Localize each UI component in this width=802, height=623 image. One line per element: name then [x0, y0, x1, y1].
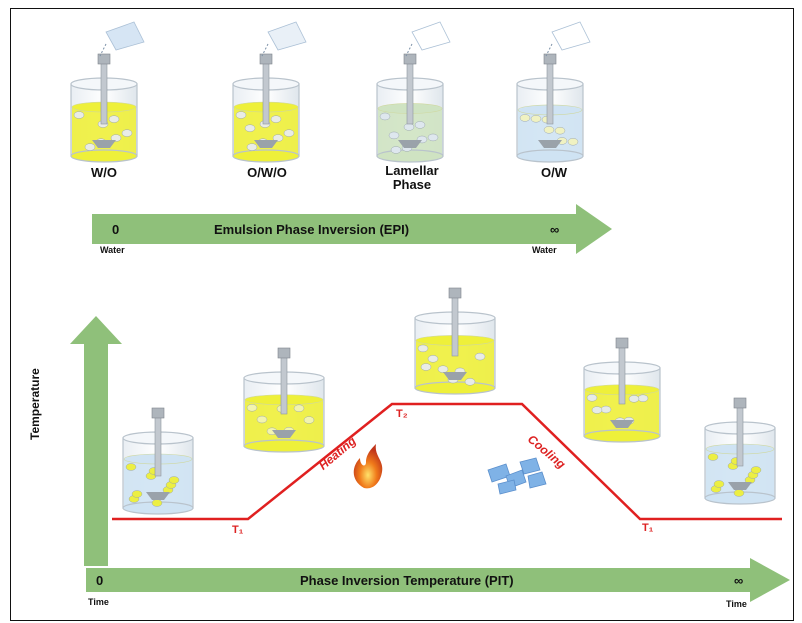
t1-right-label: T₁ [642, 522, 654, 534]
stage-label-ow: O/W [541, 165, 567, 180]
beaker-lamellar [376, 21, 451, 163]
pit-end-value: ∞ [734, 573, 744, 588]
epi-arrow-label: Emulsion Phase Inversion (EPI) [214, 222, 410, 237]
pit-start-caption: Time [88, 597, 109, 607]
beaker-ow [516, 21, 591, 163]
beaker-pit-3 [414, 287, 496, 395]
pit-arrow [86, 558, 790, 602]
pit-start-value: 0 [96, 573, 104, 588]
epi-arrow [92, 204, 612, 254]
ice-crystals-icon [487, 457, 547, 495]
epi-end-value: ∞ [550, 222, 560, 237]
beaker-owo [232, 21, 307, 163]
temperature-axis-label: Temperature [28, 368, 42, 440]
figure-frame [10, 8, 794, 621]
epi-end-caption: Water [532, 245, 557, 255]
stage-label-owo: O/W/O [247, 165, 287, 180]
temperature-arrow [70, 316, 122, 566]
t2-label: T₂ [396, 408, 408, 420]
pit-arrow-label: Phase Inversion Temperature (PIT) [300, 573, 514, 588]
beaker-group [70, 21, 776, 515]
stage-label-wo: W/O [91, 165, 117, 180]
beaker-pit-1 [122, 407, 194, 515]
temperature-profile-line [112, 402, 782, 521]
pit-end-caption: Time [726, 599, 747, 609]
flame-icon [353, 444, 383, 489]
beaker-pit-5 [704, 397, 776, 505]
epi-start-value: 0 [112, 222, 120, 237]
beaker-wo [70, 21, 145, 163]
stage-label-lamellar: Lamellar Phase [385, 163, 439, 192]
beaker-pit-4 [583, 337, 661, 443]
beaker-pit-2 [243, 347, 325, 453]
epi-start-caption: Water [100, 245, 125, 255]
t1-left-label: T₁ [232, 524, 244, 536]
